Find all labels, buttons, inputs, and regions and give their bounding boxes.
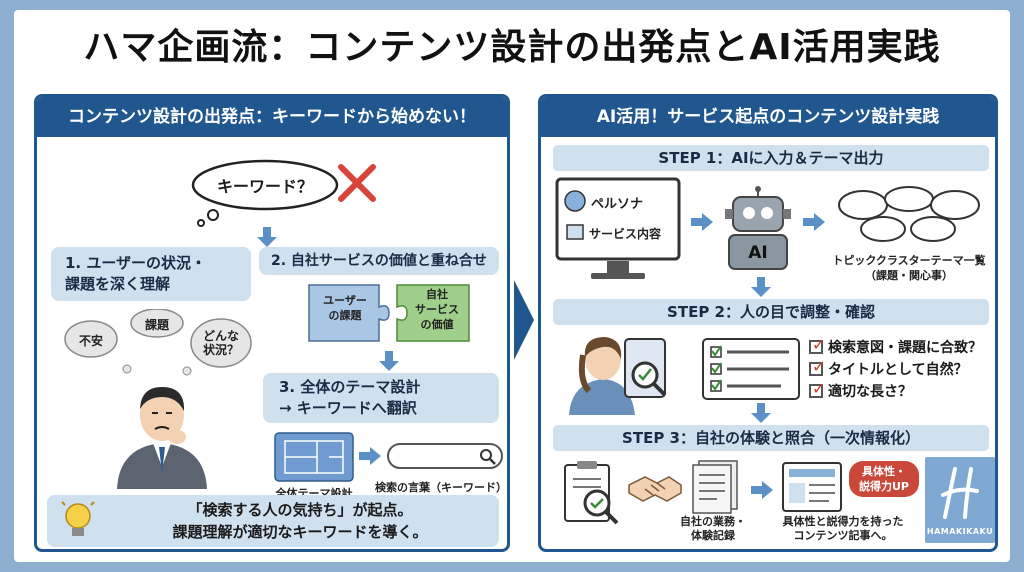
- topic-bubbles-icon: [838, 186, 980, 242]
- panel-chevron-icon: [514, 280, 534, 360]
- logo-text: HAMAKIKAKU: [926, 527, 994, 536]
- down-arrow-icon: [379, 351, 399, 371]
- records-icon: [692, 460, 738, 514]
- down-arrow-icon: [257, 227, 277, 247]
- down-arrow-icon: [751, 277, 771, 297]
- puzzle-user-label: ユーザー の課題: [323, 294, 367, 322]
- monitor-icon: [555, 177, 681, 279]
- checkbox-icon: [809, 357, 825, 376]
- right-arrow-icon: [359, 447, 381, 465]
- thought-bubbles-icon: [64, 308, 252, 376]
- right-arrow-icon: [803, 213, 825, 231]
- infographic-frame: ハマ企画流：コンテンツ設計の出発点とAI活用実践 コンテンツ設計の出発点：キーワ…: [14, 10, 1010, 562]
- search-caption: 検索の言葉（キーワード）: [375, 481, 507, 494]
- puzzle-icon: [308, 284, 470, 342]
- reviewer-icon: [569, 337, 667, 415]
- lightbulb-icon: [61, 501, 95, 536]
- check-item: 検索意図・課題に合致？: [809, 335, 982, 357]
- checkbox-icon: [809, 379, 825, 398]
- worried-person-illustration: 不安 課題 どんな 状況？: [57, 308, 257, 489]
- clipboard-search-icon: [564, 461, 619, 525]
- thought-issue: 課題: [144, 318, 169, 332]
- right-panel-header: AI活用！サービス起点のコンテンツ設計実践: [541, 97, 995, 137]
- conclusion-text: 「検索する人の気持ち」が起点。 課題理解が適切なキーワードを導く。: [172, 501, 428, 541]
- down-arrow-icon: [751, 403, 771, 423]
- records-caption: 自社の業務・ 体験記録: [680, 515, 746, 542]
- search-box: [387, 443, 503, 469]
- article-caption: 具体性と説得力を持った コンテンツ記事へ。: [782, 515, 904, 542]
- conclusion-box: 「検索する人の気持ち」が起点。 課題理解が適切なキーワードを導く。: [47, 495, 499, 547]
- thought-situation: どんな 状況？: [202, 329, 239, 357]
- left-panel: コンテンツ設計の出発点：キーワードから始めない！ キーワード？ 1. ユーザーの…: [34, 94, 510, 552]
- step1-title: STEP 1：AIに入力＆テーマ出力: [553, 145, 989, 171]
- checklist-icon: [702, 338, 800, 400]
- step3-box: 3. 全体のテーマ設計 → キーワードへ翻訳: [263, 373, 499, 423]
- cross-icon: [338, 164, 376, 202]
- puzzle-company-label: 自社 サービス の価値: [415, 288, 459, 331]
- page-title: ハマ企画流：コンテンツ設計の出発点とAI活用実践: [83, 27, 941, 68]
- topic-caption: トピッククラスターテーマ一覧 （課題・関心事）: [832, 254, 986, 282]
- step2-box: 2. 自社サービスの価値と重ね合せ: [259, 247, 499, 275]
- logo-h-icon: [941, 467, 979, 519]
- hamakikaku-logo: HAMAKIKAKU: [925, 457, 995, 543]
- article-icon: [782, 462, 842, 512]
- worried-person-icon: [117, 387, 207, 489]
- step1-box: 1. ユーザーの状況・ 課題を深く理解: [51, 247, 251, 301]
- right-panel: AI活用！サービス起点のコンテンツ設計実践 STEP 1：AIに入力＆テーマ出力…: [538, 94, 998, 552]
- check-item: タイトルとして自然？: [809, 357, 968, 379]
- search-icon: [480, 449, 496, 465]
- ai-robot-illustration: AI: [721, 185, 795, 271]
- handshake-icon: [628, 476, 682, 502]
- blueprint-icon: [274, 432, 354, 482]
- puzzle-illustration: ユーザー の課題 自社 サービス の価値: [305, 279, 475, 347]
- monitor-illustration: ペルソナ サービス内容: [555, 177, 681, 283]
- check-item: 適切な長さ？: [809, 379, 912, 401]
- right-arrow-icon: [691, 213, 713, 231]
- service-label: サービス内容: [589, 227, 662, 241]
- step2-title: STEP 2：人の目で調整・確認: [553, 299, 989, 325]
- robot-icon: [725, 186, 791, 270]
- persuasion-badge: 具体性・ 説得力UP: [849, 461, 919, 497]
- left-panel-header: コンテンツ設計の出発点：キーワードから始めない！: [37, 97, 507, 137]
- keyword-cloud: キーワード？: [187, 155, 377, 227]
- ai-label: AI: [748, 243, 768, 263]
- keyword-text: キーワード？: [216, 177, 313, 196]
- persona-label: ペルソナ: [591, 197, 644, 212]
- checkbox-icon: [809, 335, 825, 354]
- thought-anxiety: 不安: [78, 334, 103, 348]
- cloud-icon: [191, 159, 339, 227]
- step3-title: STEP 3：自社の体験と照合（一次情報化）: [553, 425, 989, 451]
- right-arrow-icon: [751, 481, 773, 499]
